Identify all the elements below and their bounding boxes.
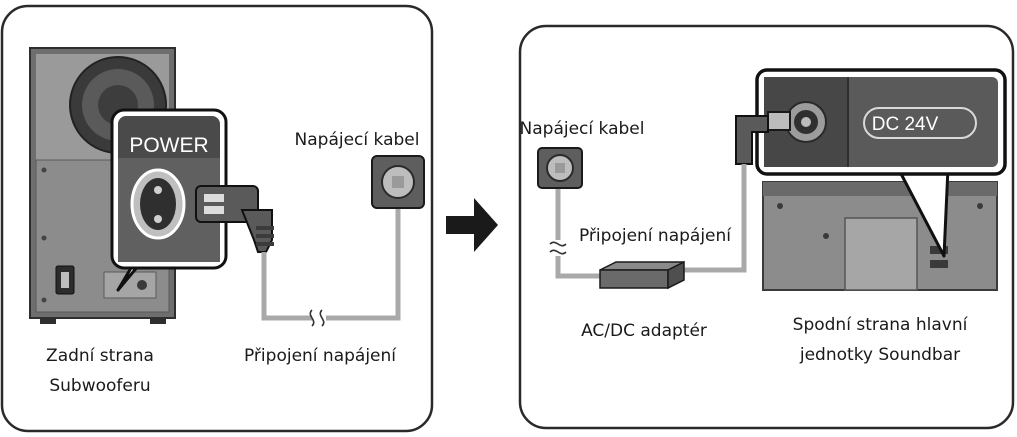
soundbar-illustration bbox=[762, 181, 998, 291]
left-cable-label: Napájecí kabel bbox=[295, 130, 420, 150]
left-wall-outlet-icon bbox=[371, 155, 425, 209]
left-power-cable bbox=[261, 188, 401, 321]
left-caption-line2: Subwooferu bbox=[49, 376, 150, 396]
dc-zoom-panel: DC 24V bbox=[755, 68, 1007, 176]
dc-voltage-label: DC 24V bbox=[872, 114, 939, 135]
ac-dc-adapter-icon bbox=[599, 260, 685, 290]
right-panel: DC 24V Napájecí kabel Připojení napájení… bbox=[518, 24, 1015, 430]
right-caption-line2: jednotky Soundbar bbox=[799, 345, 960, 365]
step-arrow-icon bbox=[446, 198, 498, 252]
power-plug-icon bbox=[195, 185, 274, 253]
power-zoom-panel: POWER bbox=[110, 108, 228, 270]
left-connection-label: Připojení napájení bbox=[244, 346, 397, 366]
power-label: POWER bbox=[129, 134, 208, 157]
left-caption-line1: Zadní strana bbox=[46, 346, 154, 366]
dc-plug-icon bbox=[735, 111, 791, 165]
adapter-label: AC/DC adaptér bbox=[581, 321, 707, 341]
right-cable-label: Napájecí kabel bbox=[520, 119, 645, 139]
right-wall-outlet-icon bbox=[537, 147, 583, 189]
right-connection-label: Připojení napájení bbox=[579, 226, 732, 246]
right-power-cable bbox=[676, 164, 747, 273]
right-caption-line1: Spodní strana hlavní bbox=[793, 315, 969, 335]
left-panel: POWER Napájecí kabel Připojení na bbox=[0, 4, 434, 433]
